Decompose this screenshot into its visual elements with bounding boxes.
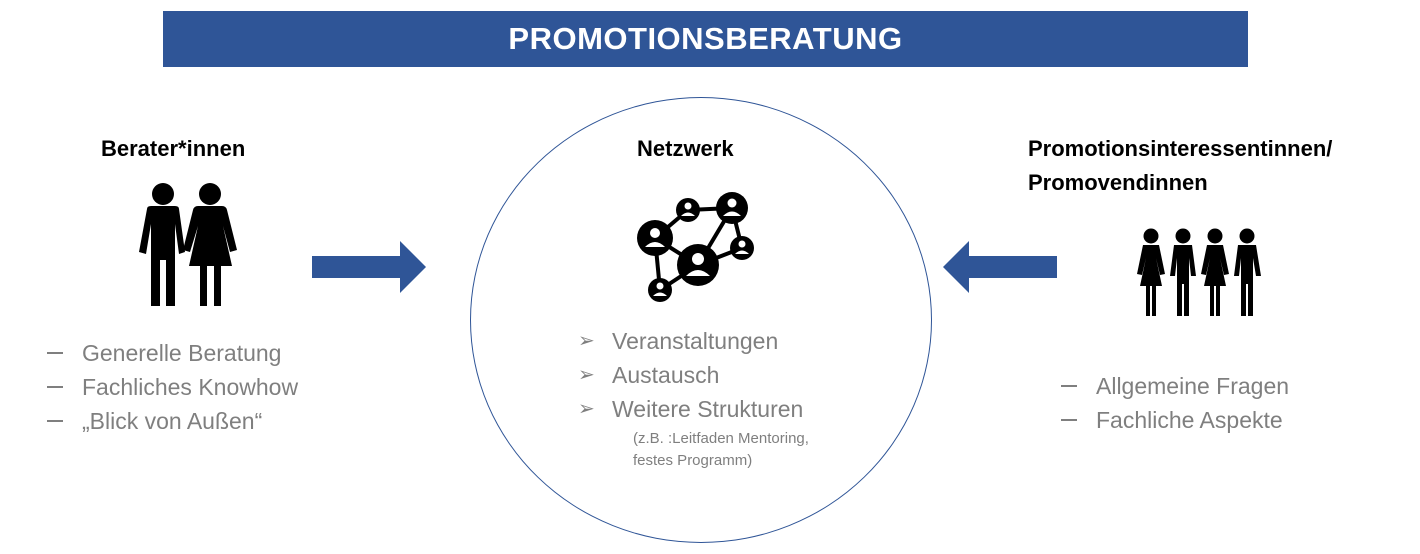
- dash-icon: [1061, 419, 1077, 421]
- list-item: Fachliches Knowhow: [47, 370, 298, 404]
- doctoral-candidates-heading: Promotionsinteressentinnen/ Promovendinn…: [1028, 136, 1333, 195]
- arrow-bullet-icon: ➢: [578, 398, 595, 420]
- banner-title: PROMOTIONSBERATUNG: [508, 21, 903, 56]
- dash-icon: [1061, 385, 1077, 387]
- list-item: Fachliche Aspekte: [1061, 403, 1289, 437]
- couple-icon: [133, 182, 241, 311]
- dash-icon: [47, 352, 63, 354]
- list-item: Allgemeine Fragen: [1061, 369, 1289, 403]
- arrow-left-icon: [943, 241, 1057, 298]
- list-item: ➢Weitere Strukturen: [578, 392, 803, 426]
- dash-icon: [47, 420, 63, 422]
- list-item: Generelle Beratung: [47, 336, 298, 370]
- doctoral-candidates-list: Allgemeine Fragen Fachliche Aspekte: [1061, 369, 1289, 437]
- advisors-heading: Berater*innen: [101, 136, 246, 161]
- arrow-bullet-icon: ➢: [578, 364, 595, 386]
- network-icon: [630, 190, 760, 313]
- list-item: ➢Veranstaltungen: [578, 324, 803, 358]
- network-heading: Netzwerk: [637, 136, 734, 161]
- arrow-right-icon: [312, 241, 426, 298]
- advisors-list: Generelle Beratung Fachliches Knowhow „B…: [47, 336, 298, 438]
- arrow-bullet-icon: ➢: [578, 330, 595, 352]
- list-item: „Blick von Außen“: [47, 404, 298, 438]
- structures-note: (z.B. :Leitfaden Mentoring, festes Progr…: [633, 430, 809, 469]
- network-circle: [470, 97, 932, 543]
- dash-icon: [47, 386, 63, 388]
- list-item: ➢Austausch: [578, 358, 803, 392]
- title-banner: PROMOTIONSBERATUNG: [163, 11, 1248, 67]
- group-icon: [1133, 228, 1265, 321]
- network-list: ➢Veranstaltungen ➢Austausch ➢Weitere Str…: [578, 324, 803, 426]
